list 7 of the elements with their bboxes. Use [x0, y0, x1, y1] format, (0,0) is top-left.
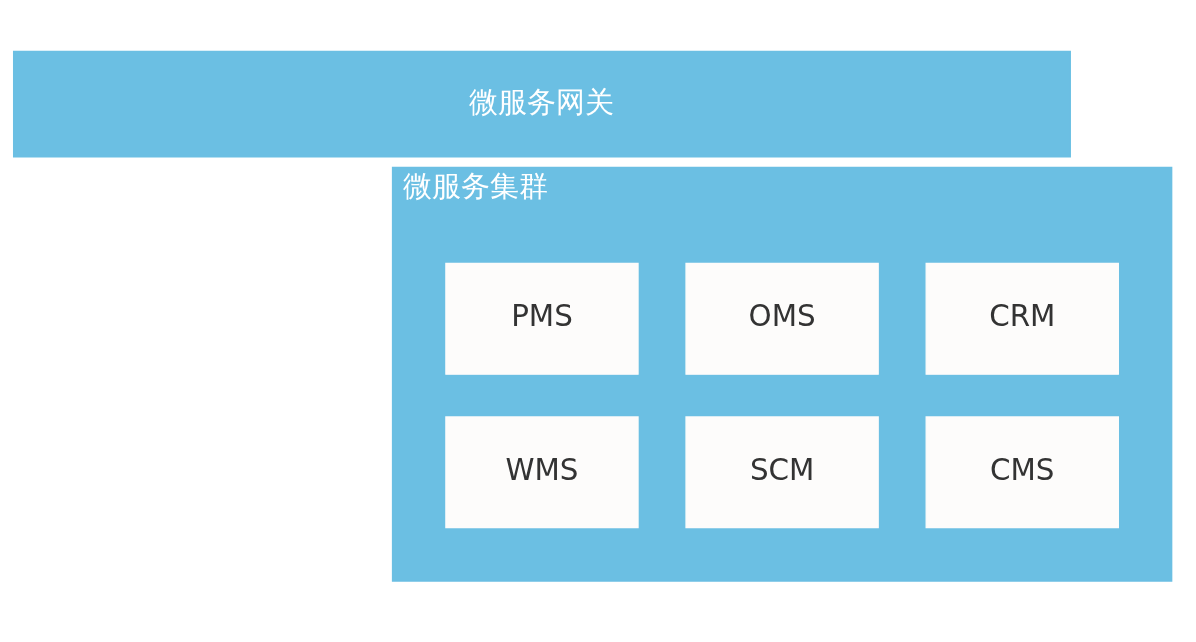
node-box: SCM — [685, 415, 879, 528]
node-box: CMS — [925, 415, 1119, 528]
node-box: OMS — [685, 262, 879, 375]
node-box: PMS — [445, 262, 639, 375]
node-box: WMS — [445, 415, 639, 528]
node-box: 微服务网关 — [13, 50, 1071, 157]
node-box: CRM — [925, 262, 1119, 375]
